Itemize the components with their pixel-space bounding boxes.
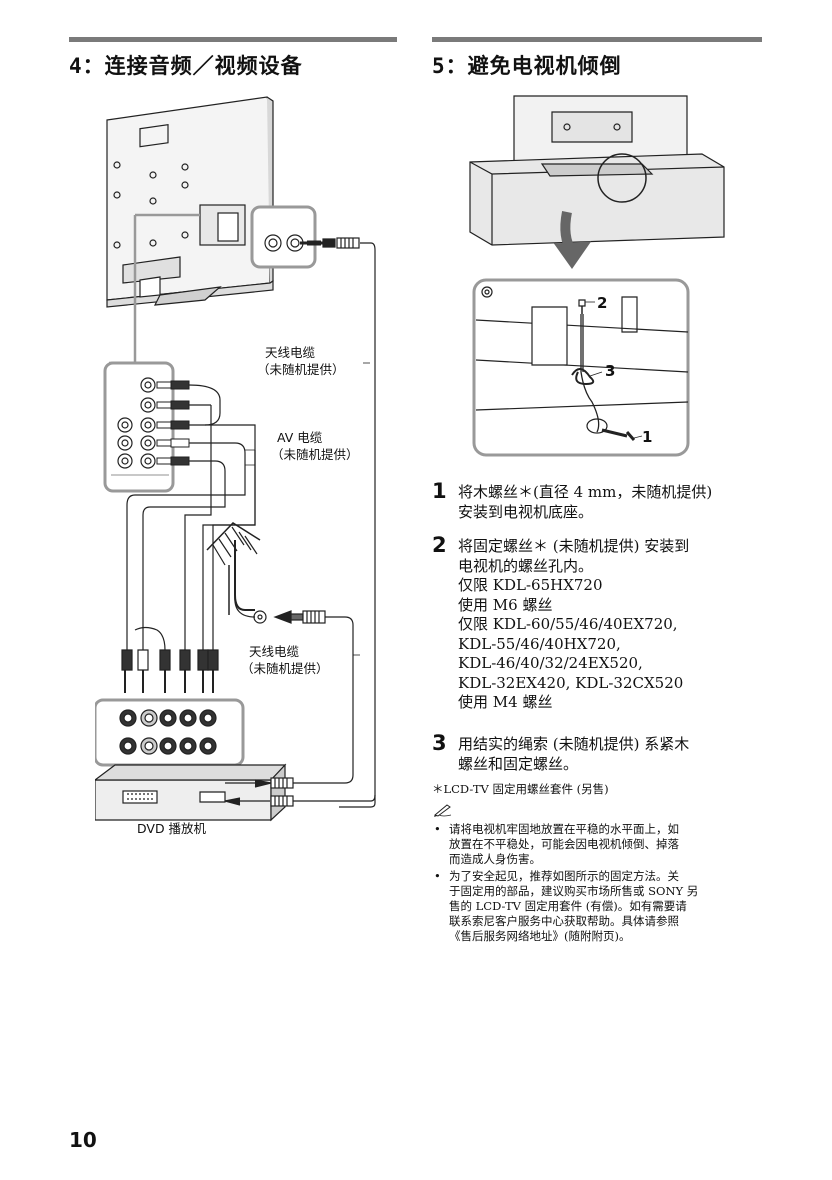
- tip-prevention-diagram: 2 3 1: [469, 95, 725, 457]
- dvd-player-label: DVD 播放机: [137, 821, 207, 835]
- bullet-dot: •: [434, 869, 441, 883]
- note-bullet-1: • 请将电视机牢固地放置在平稳的水平面上，如 放置在不平稳处，可能会因电视机倾倒…: [432, 822, 762, 867]
- section-title-prevent-tipping: 5：避免电视机倾倒: [432, 54, 622, 78]
- antenna-cable-label-2: 天线电缆: [249, 644, 300, 659]
- note-text-line: 放置在不平稳处，可能会因电视机倾倒、掉落: [449, 837, 679, 851]
- section-title-connect: 4：连接音频／视频设备: [69, 54, 303, 78]
- not-supplied-label-1: （未随机提供）: [257, 362, 345, 377]
- step-text-line: 电视机的螺丝孔内。: [458, 556, 594, 575]
- step-text-line: 仅限 KDL-65HX720: [458, 576, 603, 594]
- notes-list: • 请将电视机牢固地放置在平稳的水平面上，如 放置在不平稳处，可能会因电视机倾倒…: [432, 822, 762, 946]
- step-text-line: KDL-32EX420, KDL-32CX520: [458, 673, 684, 692]
- note-bullet-2: • 为了安全起见，推荐如图所示的固定方法。关 于固定用的部品，建议购买市场所售或…: [432, 869, 762, 944]
- note-text-line: 联系索尼客户服务中心获取帮助。具体请参照: [449, 914, 679, 928]
- callout-2: 2: [597, 294, 607, 312]
- note-text-line: 于固定用的部品，建议购买市场所售或 SONY 另: [449, 884, 699, 898]
- section-rule-left: [69, 37, 397, 42]
- not-supplied-label-3: （未随机提供）: [241, 661, 329, 676]
- step-text-line: 将固定螺丝＊ (未随机提供) 安装到: [458, 537, 690, 555]
- footnote: ＊LCD-TV 固定用螺丝套件 (另售): [432, 782, 609, 796]
- page-number: 10: [69, 1128, 97, 1152]
- step-text-line: KDL-55/46/40HX720,: [458, 634, 621, 653]
- step-number: 1: [432, 479, 447, 503]
- note-text-line: 而造成人身伤害。: [449, 852, 541, 866]
- step-text-line: 使用 M4 螺丝: [458, 693, 553, 711]
- connection-diagram: 天线电缆 （未随机提供） AV 电缆 （未随机提供） 天线电缆 （未随机提供） …: [95, 96, 376, 835]
- callout-1: 1: [642, 428, 652, 446]
- section-rule-right: [432, 37, 762, 42]
- step-text-line: 用结实的绳索 (未随机提供) 系紧木: [458, 735, 690, 753]
- note-text-line: 为了安全起见，推荐如图所示的固定方法。关: [449, 869, 679, 883]
- step-text-line: KDL-46/40/32/24EX520,: [458, 654, 643, 672]
- av-cable-label: AV 电缆: [277, 430, 323, 445]
- pencil-note-icon: [433, 804, 452, 817]
- note-text-line: 售的 LCD-TV 固定用套件 (有偿)。如有需要请: [449, 899, 687, 913]
- step-text-line: 将木螺丝＊(直径 4 mm，未随机提供): [458, 483, 713, 501]
- note-text-line: 《售后服务网络地址》(随附附页)。: [449, 929, 631, 943]
- not-supplied-label-2: （未随机提供）: [271, 447, 359, 462]
- step-text-line: 螺丝和固定螺丝。: [458, 754, 579, 773]
- callout-3: 3: [605, 362, 615, 380]
- step-2: 2 将固定螺丝＊ (未随机提供) 安装到 电视机的螺丝孔内。 仅限 KDL-65…: [432, 533, 792, 713]
- bullet-dot: •: [434, 822, 441, 836]
- step-3: 3 用结实的绳索 (未随机提供) 系紧木 螺丝和固定螺丝。: [432, 731, 792, 774]
- step-text-line: 安装到电视机底座。: [458, 502, 594, 521]
- step-text-line: 使用 M6 螺丝: [458, 595, 553, 614]
- step-number: 3: [432, 731, 447, 755]
- step-1: 1 将木螺丝＊(直径 4 mm，未随机提供) 安装到电视机底座。: [432, 479, 792, 522]
- step-number: 2: [432, 533, 447, 557]
- note-text-line: 请将电视机牢固地放置在平稳的水平面上，如: [449, 822, 679, 836]
- antenna-cable-label-1: 天线电缆: [265, 345, 316, 360]
- step-text-line: 仅限 KDL-60/55/46/40EX720,: [458, 615, 678, 633]
